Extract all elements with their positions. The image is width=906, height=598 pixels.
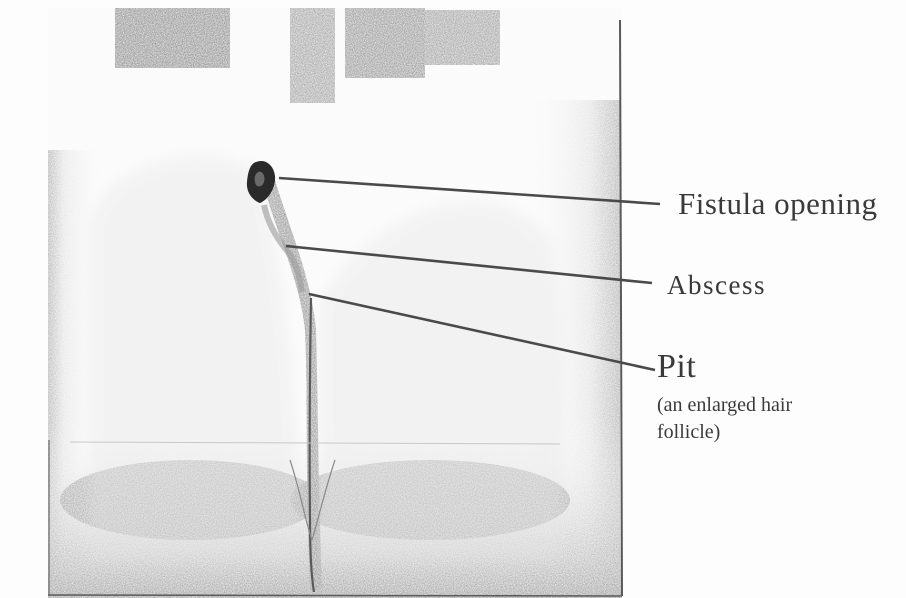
label-abscess: Abscess xyxy=(667,270,766,301)
pit-note-line-2: follicle) xyxy=(657,419,792,446)
frame-bottom-edge xyxy=(48,595,622,596)
pit-note-line-1: (an enlarged hair xyxy=(657,392,792,419)
label-pit-note: (an enlarged hair follicle) xyxy=(657,392,792,446)
label-pit: Pit xyxy=(657,348,696,386)
label-fistula-opening: Fistula opening xyxy=(678,186,878,222)
